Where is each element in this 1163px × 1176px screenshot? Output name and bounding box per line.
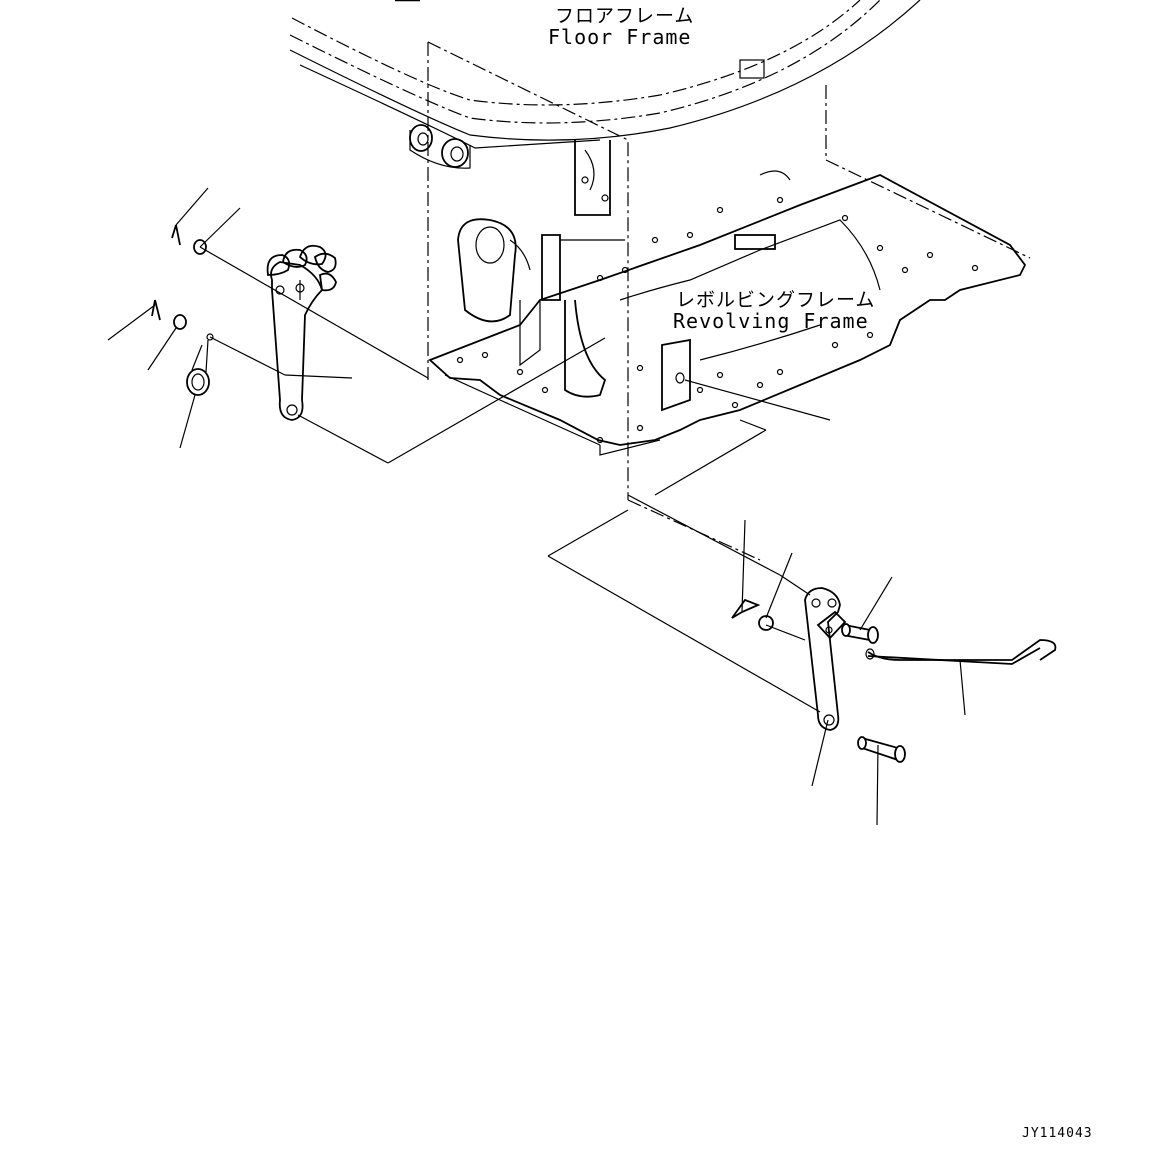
floor-frame-label-en: Floor Frame bbox=[548, 25, 692, 49]
left-leader-lines bbox=[107, 187, 606, 464]
left-lever-assembly bbox=[266, 244, 337, 421]
revolving-frame bbox=[428, 170, 1027, 456]
pin-upper bbox=[841, 623, 879, 644]
left-small-parts bbox=[151, 224, 214, 396]
cotter-pin-right bbox=[731, 598, 761, 619]
washer-right bbox=[758, 615, 774, 631]
center-post bbox=[519, 234, 691, 412]
cotter-pin-lower bbox=[151, 299, 161, 321]
washer-lower bbox=[173, 314, 187, 330]
plate-holes bbox=[456, 196, 979, 444]
chain bbox=[266, 244, 337, 292]
vertical-bracket bbox=[574, 140, 611, 216]
right-small-parts bbox=[731, 598, 1057, 763]
floor-frame bbox=[289, 0, 921, 149]
mounting-panel-outline bbox=[427, 41, 1031, 561]
revolving-frame-label-jp: レボルビングフレーム bbox=[676, 289, 876, 311]
control-rod bbox=[865, 639, 1057, 665]
drawing-id: JY114043 bbox=[1022, 1126, 1093, 1141]
swing-cylinder bbox=[457, 218, 531, 323]
right-lever-assembly bbox=[804, 587, 847, 731]
spring-clip bbox=[186, 333, 214, 396]
frame-mount-bosses bbox=[409, 124, 471, 169]
washer-upper bbox=[193, 239, 207, 255]
right-leader-lines bbox=[547, 379, 966, 826]
cotter-pin-upper bbox=[171, 224, 181, 246]
revolving-frame-label-en: Revolving Frame bbox=[673, 309, 869, 333]
pin-lower bbox=[857, 736, 906, 763]
floor-frame-label-jp: フロアフレーム bbox=[555, 5, 695, 27]
